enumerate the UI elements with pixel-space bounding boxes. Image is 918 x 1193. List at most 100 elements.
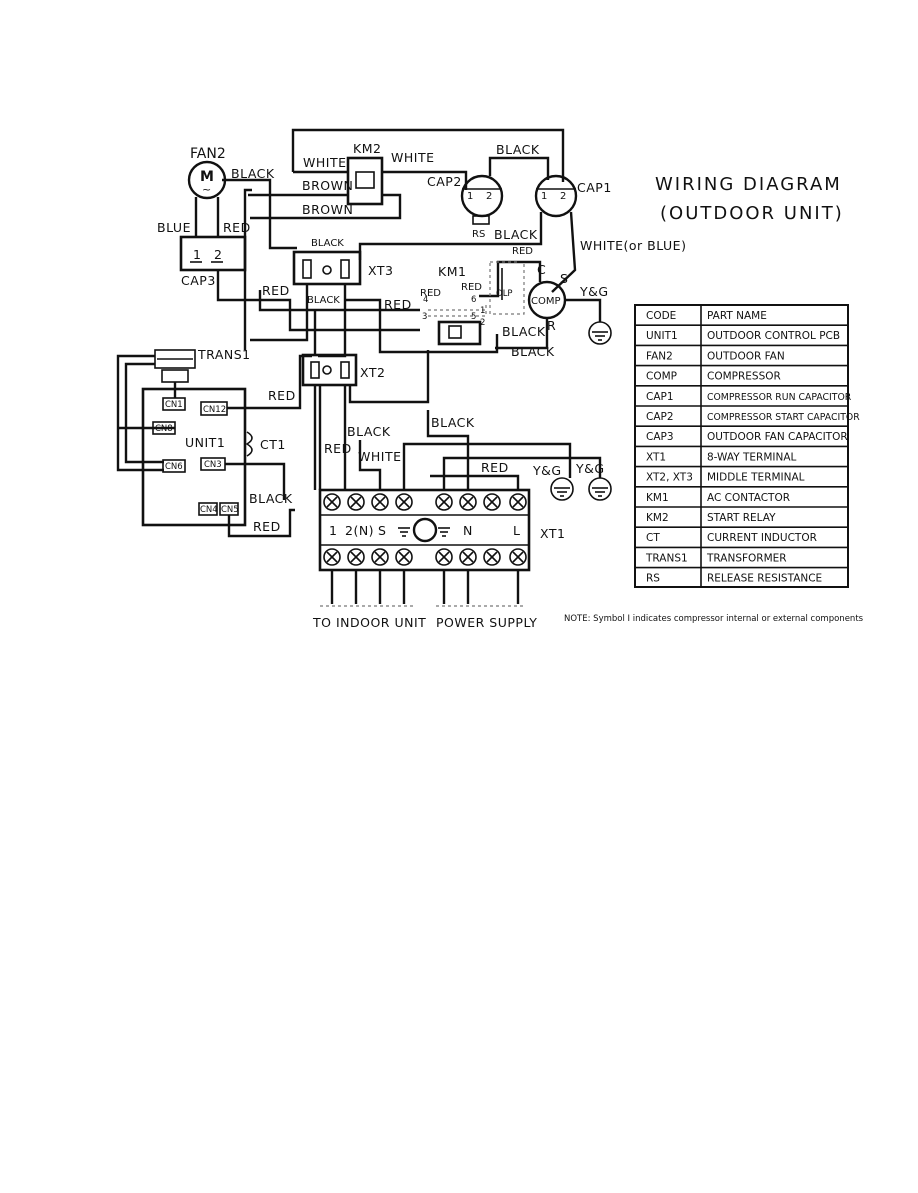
legend-part-name: OUTDOOR CONTROL PCB <box>707 330 840 342</box>
xt1-term-1: 1 <box>329 523 337 538</box>
compressor-note: NOTE: Symbol I indicates compressor inte… <box>564 614 864 624</box>
xt3-terminal <box>292 250 362 286</box>
unit1-control-pcb <box>141 387 247 527</box>
xt1-screw-top-3 <box>371 493 389 511</box>
km1-pin-3: 3 <box>422 312 427 322</box>
wire-label-mid-black: BLACK <box>347 424 391 439</box>
xt1-screw-bottom-2 <box>347 548 365 566</box>
cap3-capacitor: 1 2 <box>179 235 247 272</box>
legend-part-name: START RELAY <box>707 512 776 524</box>
xt1-screw-top-6 <box>459 493 477 511</box>
fan-motor-symbol: M <box>200 169 214 185</box>
connector-cn3-text: CN3 <box>204 460 222 470</box>
legend-part-name: OUTDOOR FAN <box>707 350 785 362</box>
wire-label-white-or-blue: WHITE(or BLUE) <box>580 238 686 253</box>
connector-cn5-text: CN5 <box>221 505 239 515</box>
comp-terminal-r: R <box>547 318 556 333</box>
cap2-pin1: 1 <box>467 191 473 202</box>
wire-label-xt1-red: RED <box>481 460 509 475</box>
xt1-screw-bottom-3 <box>371 548 389 566</box>
power-supply-label: POWER SUPPLY <box>436 615 537 630</box>
wire-label-km1-red-top: RED <box>512 246 533 257</box>
xt1-screw-top-7 <box>483 493 501 511</box>
xt1-screw-bottom-1 <box>323 548 341 566</box>
wire-label-fan-red: RED <box>223 220 251 235</box>
legend-code: FAN2 <box>646 350 673 362</box>
km1-pin-4: 4 <box>423 295 428 305</box>
legend-code: UNIT1 <box>646 330 678 342</box>
legend-code: CAP1 <box>646 391 674 403</box>
cap2-pin2: 2 <box>486 191 492 202</box>
km1-label: KM1 <box>438 264 466 279</box>
comp-terminal-c: C <box>537 262 546 277</box>
xt1-screw-top-5 <box>435 493 453 511</box>
xt1-screw-bottom-7 <box>483 548 501 566</box>
connector-cn1-text: CN1 <box>165 400 183 410</box>
xt1-term-2n: 2(N) <box>345 523 374 538</box>
xt1-term-l: L <box>513 523 520 538</box>
wire-label-km1-black-1: BLACK <box>502 324 546 339</box>
fan-motor: M ~ <box>187 160 227 200</box>
fan-label: FAN2 <box>190 146 226 162</box>
olp-label: OLP <box>496 289 513 299</box>
connector-cn6-text: CN6 <box>165 462 183 472</box>
xt1-screw-bottom-8 <box>509 548 527 566</box>
wire-label-pcb-red-2: RED <box>253 519 281 534</box>
ground-icon-1 <box>550 477 574 501</box>
legend-code: CAP3 <box>646 431 674 443</box>
legend-part-name: CURRENT INDUCTOR <box>707 532 817 544</box>
xt2-label: XT2 <box>360 365 385 380</box>
xt2-terminal <box>301 353 358 387</box>
legend-part-name: MIDDLE TERMINAL <box>707 472 805 484</box>
legend-part-name: COMPRESSOR START CAPACITOR <box>707 412 860 423</box>
transformer <box>154 349 196 383</box>
comp-ground-icon <box>588 321 612 345</box>
legend-part-name: COMPRESSOR RUN CAPACITOR <box>707 392 852 403</box>
km1-contactor <box>428 303 487 346</box>
connector-cn4: CN4 <box>198 502 218 516</box>
wire-label-cap2-black: BLACK <box>494 227 538 242</box>
km1-pin-1: 1 <box>480 306 485 316</box>
wire-label-yg-2: Y&G <box>575 461 605 476</box>
xt1-ground-icon-left <box>398 527 410 537</box>
connector-cn12: CN12 <box>200 401 228 416</box>
cap1-label: CAP1 <box>577 180 612 195</box>
xt1-screw-bottom-6 <box>459 548 477 566</box>
connector-cn6: CN6 <box>162 459 186 473</box>
xt1-screw-top-1 <box>323 493 341 511</box>
legend-code: COMP <box>646 371 677 383</box>
fan-motor-tilde: ~ <box>202 183 211 196</box>
cap2-label: CAP2 <box>427 174 462 189</box>
wire-label-comp-yg: Y&G <box>579 284 609 299</box>
legend-part-name: RELEASE RESISTANCE <box>707 573 822 585</box>
legend-part-name: TRANSFORMER <box>706 552 787 564</box>
cap1-pin2: 2 <box>560 191 566 202</box>
legend-code: KM2 <box>646 512 669 524</box>
legend-header-code: CODE <box>646 310 676 322</box>
legend-part-name: AC CONTACTOR <box>707 492 790 504</box>
wire-label-yg-1: Y&G <box>532 463 562 478</box>
compressor: COMP <box>527 280 567 320</box>
connector-cn5: CN5 <box>219 502 239 516</box>
ground-icon-2 <box>588 477 612 501</box>
wire-label-pcb-red-1: RED <box>268 388 296 403</box>
connector-cn1: CN1 <box>162 397 186 411</box>
km1-pin-6: 6 <box>471 295 476 305</box>
to-indoor-unit-label: TO INDOOR UNIT <box>312 615 426 630</box>
compressor-label: COMP <box>531 296 561 307</box>
xt1-screw-top-2 <box>347 493 365 511</box>
wire-label-blue: BLUE <box>157 220 191 235</box>
wire-label-xt3-black-bottom: BLACK <box>307 295 340 306</box>
legend-code: TRANS1 <box>645 552 688 564</box>
xt1-screw-bottom-4 <box>395 548 413 566</box>
wire-label-xt3-red-left: RED <box>262 283 290 298</box>
xt1-screw-bottom-5 <box>435 548 453 566</box>
legend-code: RS <box>646 573 660 585</box>
cap3-label: CAP3 <box>181 273 216 288</box>
comp-terminal-s: S <box>560 271 568 286</box>
wire-label-km2-white-right: WHITE <box>391 150 434 165</box>
wire-label-km1-red-right: RED <box>461 282 482 293</box>
